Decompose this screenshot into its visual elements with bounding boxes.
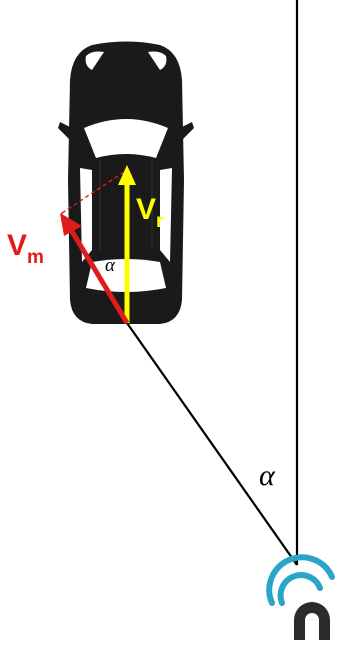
right-headlight xyxy=(148,51,167,70)
dashed-projection-top xyxy=(61,169,128,214)
left-headlight xyxy=(85,51,104,70)
vr-arrow xyxy=(118,165,136,323)
sensor-outer-arc xyxy=(266,554,335,606)
sensor-body xyxy=(294,602,330,640)
line-of-sight xyxy=(126,322,298,566)
vm-arrow xyxy=(60,213,130,325)
alpha-ground-label: α xyxy=(259,459,276,492)
radar-sensor-icon xyxy=(266,554,335,640)
vm-arrow-head xyxy=(60,213,82,236)
vm-label: Vm xyxy=(7,229,44,268)
alpha-car-label: α xyxy=(105,255,116,276)
left-mirror xyxy=(58,122,72,140)
windshield xyxy=(84,119,168,158)
left-side-window xyxy=(80,168,92,262)
vr-label: Vr xyxy=(136,193,164,232)
sensor-inner-arc xyxy=(277,572,323,606)
vr-arrow-head xyxy=(118,165,136,185)
right-mirror xyxy=(180,122,194,140)
right-side-window xyxy=(160,168,172,262)
vm-arrow-shaft xyxy=(67,226,130,325)
